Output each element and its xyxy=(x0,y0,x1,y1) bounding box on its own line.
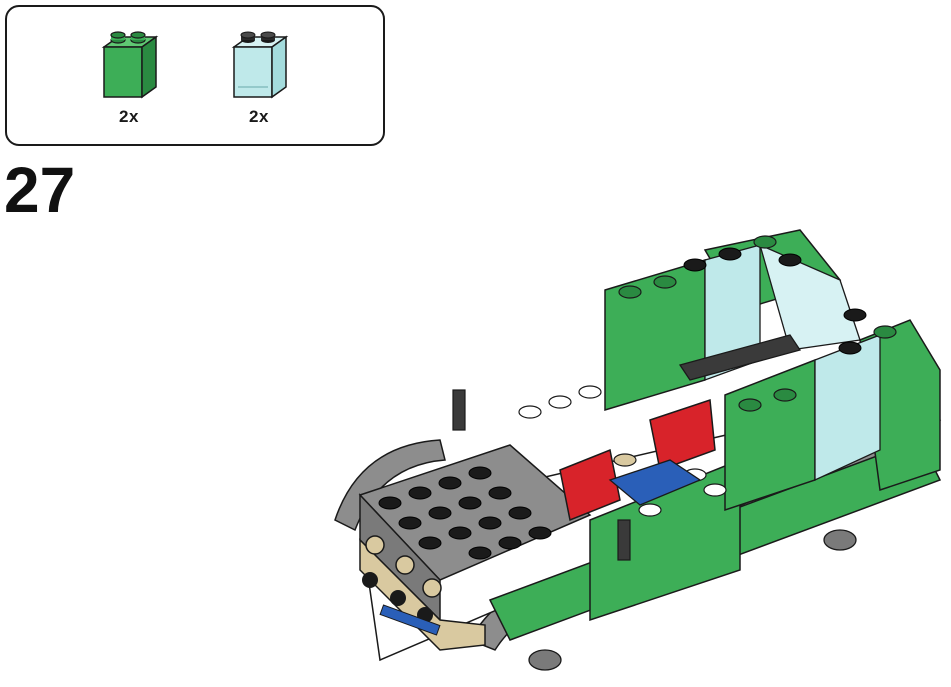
transparent-panel-icon xyxy=(231,31,289,99)
part-transparent-panel: 2x xyxy=(219,27,299,137)
step-number: 27 xyxy=(4,154,76,226)
green-brick-icon xyxy=(101,31,159,99)
car-model-illustration xyxy=(334,229,942,671)
parts-callout-box: 2x 2x xyxy=(5,5,385,146)
part-green-brick: 2x xyxy=(89,27,169,137)
part-quantity: 2x xyxy=(249,107,269,126)
part-quantity: 2x xyxy=(119,107,139,126)
